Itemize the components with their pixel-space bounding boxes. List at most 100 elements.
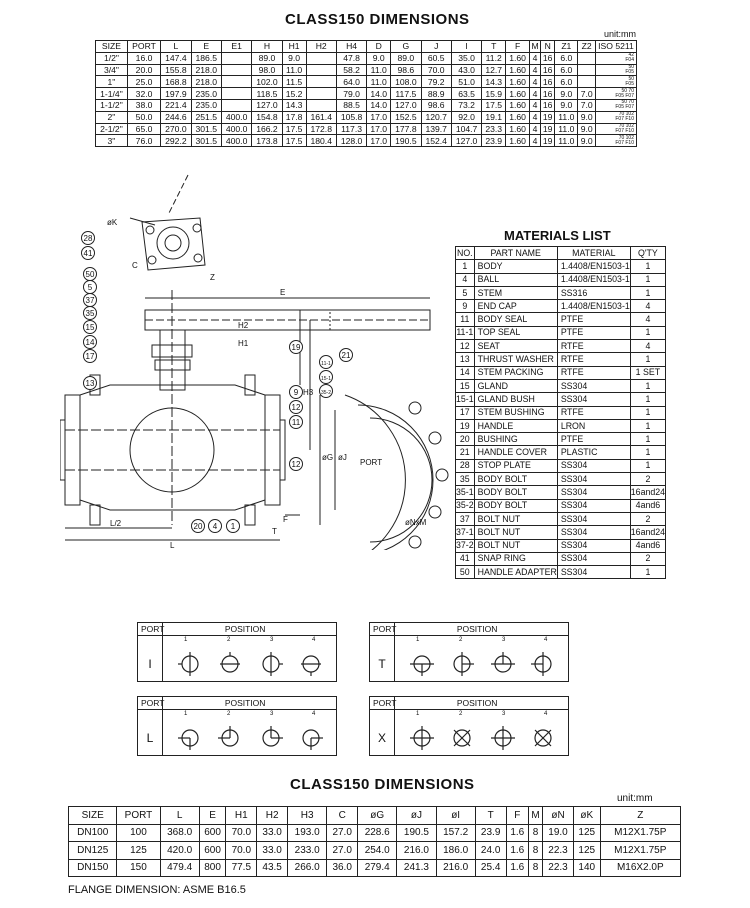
table-cell: 51.0 [450,75,483,89]
table-cell: BODY [473,259,558,274]
table-cell: BOLT NUT [473,538,558,553]
table-cell: 17.0 [366,110,392,124]
table-cell: 63.5 [450,87,483,100]
table-cell: H [251,40,283,53]
callout-circle [319,370,333,384]
callout-circle [319,355,333,369]
table-cell: 8 [528,858,544,877]
table-cell: 218.0 [190,63,222,77]
table-cell: 23.9 [474,823,507,842]
callout-number: 35 [86,309,95,318]
callout-circle [289,457,303,471]
callout-number: 17 [86,352,95,361]
table-cell: 1.4408/EN1503-1 [556,272,631,287]
table-cell: STEM BUSHING [473,405,558,420]
table-cell [220,98,253,112]
dim-k: øK [107,218,118,227]
table-cell: 4 [529,134,542,148]
table-cell: 221.4 [160,98,192,112]
table-cell: 4and6 [629,498,667,513]
table-cell: 1 [629,445,667,460]
table-cell: HANDLE [473,418,558,434]
table-cell: 6.0 [554,63,579,77]
table-cell: 104.7 [450,122,483,136]
table-cell: PORT [126,40,162,53]
table-cell: 17.5 [281,134,307,148]
table-cell: 98.6 [420,98,452,112]
table-cell: 98.0 [251,63,283,77]
bottom-title: CLASS150 DIMENSIONS [290,776,475,793]
table-cell: 11.0 [554,122,579,136]
table-cell: 19 [455,418,475,434]
table-cell: 7.0 [577,98,596,112]
callout-number: 15 [86,323,95,332]
table-cell: 4 [629,299,667,314]
table-cell: F [505,40,531,53]
table-cell: 47.8 [335,51,368,65]
dim-h3: H3 [303,388,314,397]
table-cell [220,75,253,89]
table-cell: 9 [455,299,475,314]
callout-circle [319,384,333,398]
table-cell: 1-1/2" [95,98,128,112]
table-cell: 11.0 [554,110,579,124]
table-cell: øG [357,806,398,825]
top-unit: unit:mm [604,29,637,39]
table-cell: 1 [629,285,667,301]
callout-number: 21 [342,351,351,360]
table-cell: 88.5 [335,98,368,112]
table-cell [577,63,596,77]
table-cell: 16and24 [629,485,667,500]
table-cell: M16X2.0P [599,858,682,877]
table-cell: END CAP [473,299,558,314]
table-cell: 400.0 [220,134,253,148]
callout-number: 11 [292,418,301,427]
table-cell: SS304 [556,378,631,394]
table-cell: 14.3 [281,98,307,112]
dim-t: T [272,527,277,536]
table-cell: 23.3 [481,122,507,136]
table-cell: 14 [455,365,475,380]
table-cell: 4 [529,122,542,136]
table-cell: SS304 [556,498,631,513]
table-cell: D [366,40,392,53]
callout-number: 35-2 [321,390,331,396]
table-cell: 1 [629,378,667,394]
table-cell: 43.5 [256,858,289,877]
table-cell: 190.5 [396,823,437,842]
port-label: PORT [141,624,165,634]
table-cell: 23.9 [481,134,507,148]
table-cell: 28 [455,458,475,474]
dim-j: øJ [338,453,347,462]
table-cell: BODY BOLT [473,498,558,513]
position-label: POSITION [224,624,266,634]
table-cell: THRUST WASHER [473,352,558,367]
callout-number: 28 [84,234,93,243]
table-cell: BODY BOLT [473,472,558,487]
table-cell: 16 [540,87,556,100]
callout-circle [83,335,97,349]
table-cell: SIZE [95,40,128,53]
table-cell: SS304 [556,538,631,553]
table-cell: 11 [455,312,475,327]
table-cell: 3" [95,134,128,148]
top-title: CLASS150 DIMENSIONS [285,11,470,28]
dim-c: C [132,261,138,270]
table-cell: 190.5 [390,134,422,148]
table-cell: 37-2 [455,538,475,553]
callout-number: 19 [292,343,301,352]
table-cell: 12 [455,339,475,354]
table-cell: BOLT NUT [473,511,558,527]
callout-circle [208,519,222,533]
table-cell: 127.0 [390,98,422,112]
table-cell: L [159,806,200,825]
table-cell: 77.5 [225,858,258,877]
